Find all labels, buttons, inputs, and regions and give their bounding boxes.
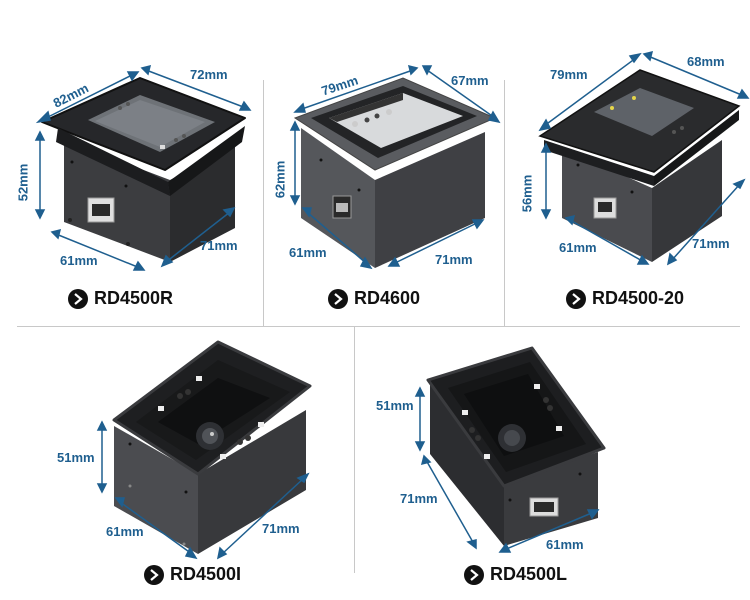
dimension-bottom-right: 71mm: [692, 236, 730, 251]
dimension-bottom-left: 61mm: [60, 253, 98, 268]
dimension-height: 56mm: [519, 174, 535, 213]
product-card-rd4500-20: 79mm 68mm 56mm 61mm 71mm RD4500-20: [504, 0, 750, 326]
dimension-height: 51mm: [376, 398, 414, 413]
row-divider: [17, 326, 740, 327]
dimension-top-right: 67mm: [451, 73, 489, 88]
model-label: RD4600: [354, 288, 421, 308]
column-divider-3: [354, 326, 355, 573]
product-name-rd4600: RD4600: [328, 288, 420, 309]
product-card-rd4500l: 51mm 71mm 61mm RD4500L: [354, 326, 750, 600]
product-name-rd4500r: RD4500R: [68, 288, 173, 309]
dimension-bottom-left: 61mm: [559, 240, 597, 255]
column-divider-1: [263, 80, 264, 326]
product-card-rd4500r: 82mm 72mm 52mm 61mm 71mm RD4500R: [0, 0, 263, 326]
dimension-bottom-right: 61mm: [546, 537, 584, 552]
dimension-height: 52mm: [15, 163, 31, 202]
dimension-bottom-left: 61mm: [106, 524, 144, 539]
model-label: RD4500R: [94, 288, 174, 308]
chevron-right-icon: [566, 288, 586, 309]
dimension-height: 51mm: [57, 450, 95, 465]
dimension-bottom-right: 71mm: [435, 252, 473, 267]
model-label: RD4500I: [170, 564, 242, 584]
product-name-rd4500-20: RD4500-20: [566, 288, 684, 309]
column-divider-2: [504, 80, 505, 326]
chevron-right-icon: [144, 564, 164, 585]
dimension-top-left: 79mm: [550, 67, 588, 82]
dimension-top-right: 68mm: [687, 54, 725, 69]
scanner-image-rd4600: [289, 64, 501, 270]
dimension-bottom-right: 71mm: [262, 521, 300, 536]
scanner-image-rd4500-20: [538, 50, 750, 266]
model-label: RD4500L: [490, 564, 568, 584]
chevron-right-icon: [328, 288, 348, 309]
dimension-height: 62mm: [272, 160, 288, 199]
product-name-rd4500i: RD4500I: [144, 564, 241, 585]
scanner-image-rd4500l: [414, 346, 606, 553]
model-label: RD4500-20: [592, 288, 685, 308]
product-card-rd4500i: 51mm 61mm 71mm RD4500I: [0, 326, 354, 600]
chevron-right-icon: [68, 288, 88, 309]
dimension-bottom-right: 71mm: [200, 238, 238, 253]
chevron-right-icon: [464, 564, 484, 585]
dimension-left: 71mm: [400, 491, 438, 506]
product-card-rd4600: 79mm 67mm 62mm 61mm 71mm RD4600: [263, 0, 504, 326]
scanner-image-rd4500i: [96, 340, 312, 560]
dimension-top-right: 72mm: [190, 67, 228, 82]
scanner-image-rd4500r: [34, 64, 252, 271]
product-name-rd4500l: RD4500L: [464, 564, 567, 585]
dimension-bottom-left: 61mm: [289, 245, 327, 260]
